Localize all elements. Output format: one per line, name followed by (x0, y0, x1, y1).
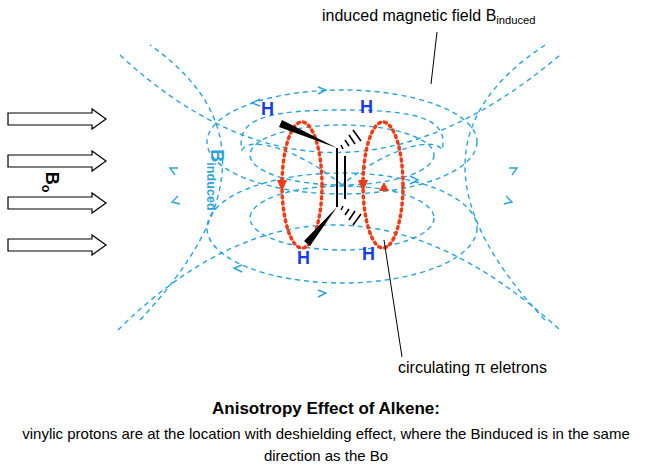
callout-label: circulating π eletrons (398, 360, 547, 376)
external-field-arrows (8, 109, 106, 255)
subscript-text: induced (205, 162, 219, 210)
proton-label: H (261, 100, 274, 118)
label-text: B (42, 172, 62, 185)
subscript-text: o (40, 185, 54, 193)
proton-label: H (362, 245, 375, 263)
title: Anisotropy Effect of Alkene: (0, 400, 652, 417)
label-text: induced magnetic field B (322, 7, 496, 24)
label-text: H (297, 248, 310, 268)
induced-field-label: Binduced (205, 149, 226, 210)
subscript-text: induced (496, 14, 535, 26)
field-label: induced magnetic field Binduced (322, 8, 536, 27)
proton-label: H (360, 98, 373, 116)
induced-field-lines (118, 45, 560, 330)
proton-label: H (297, 249, 310, 267)
label-text: H (360, 97, 373, 117)
field-direction-arrows (170, 87, 517, 297)
label-text: H (261, 99, 274, 119)
caption: vinylic protons are at the location with… (6, 423, 646, 467)
label-text: B (207, 149, 227, 162)
label-text: circulating π eletrons (398, 359, 547, 376)
pi-electron-loops (282, 122, 403, 248)
loop-arrowheads (277, 180, 389, 192)
external-field-label: Bo (40, 172, 61, 193)
leader-line (384, 240, 402, 357)
alkene-structure (279, 120, 361, 246)
leader-line (431, 32, 437, 84)
label-text: H (362, 244, 375, 264)
